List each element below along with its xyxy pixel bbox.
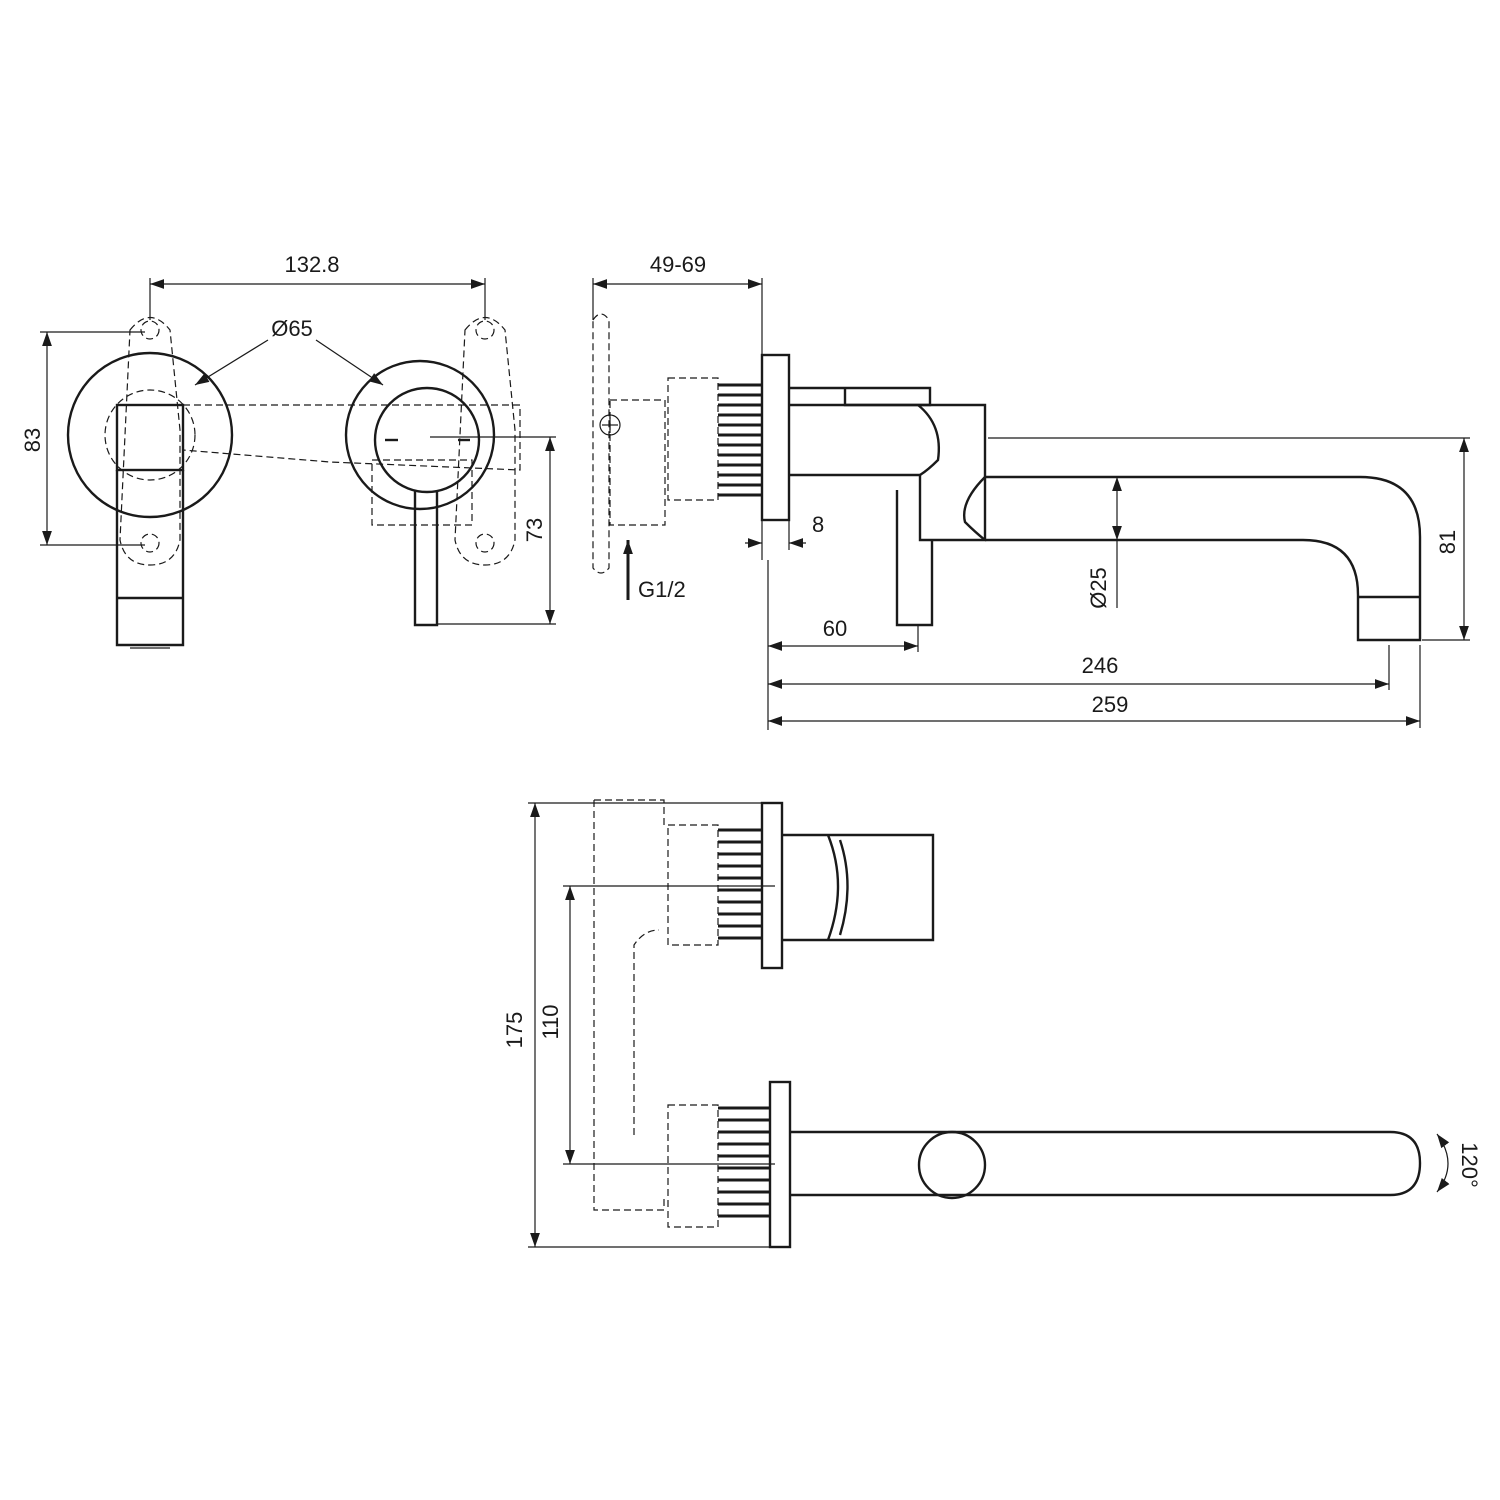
- dim-spacing-label: 132.8: [284, 252, 339, 277]
- wall-plate: [760, 353, 791, 522]
- dim-plate-thickness-label: 8: [812, 512, 824, 537]
- dim-rosette-diameter-label: Ø65: [271, 316, 313, 341]
- left-rosette: [66, 351, 234, 519]
- thread-lines: [718, 383, 762, 497]
- left-handle-lever: [115, 470, 185, 647]
- dim-swivel-angle-label: 120°: [1457, 1142, 1482, 1188]
- top-spout: [790, 1130, 1422, 1197]
- dim-lever-drop-label: 73: [522, 518, 547, 542]
- dim-handle-projection-label: 60: [823, 616, 847, 641]
- front-view: 132.8 Ø65 83 73: [20, 252, 556, 649]
- right-rosette: [344, 359, 496, 511]
- dim-spout-diameter-label: Ø25: [1086, 567, 1111, 609]
- dim-center-distance-label: 110: [538, 1004, 563, 1039]
- inlet-label: G1/2: [638, 577, 686, 602]
- thread-lines-top: [718, 828, 770, 1218]
- swivel-arrow: [1436, 1133, 1450, 1193]
- dim-total-height-label: 175: [502, 1012, 527, 1049]
- dim-height-label: 83: [20, 428, 45, 452]
- dim-wall-depth-label: 49-69: [650, 252, 706, 277]
- dim-spout-reach-label: 246: [1082, 653, 1119, 678]
- top-handle: [782, 833, 935, 942]
- top-view: 175 110 120°: [502, 799, 1482, 1249]
- dim-spout-height-label: 81: [1435, 530, 1460, 554]
- left-handle-top: [115, 403, 185, 472]
- spout: [985, 475, 1422, 642]
- side-view: 49-69 G1/2 8 60 Ø25 81 246 259: [592, 252, 1470, 730]
- dim-total-reach-label: 259: [1092, 692, 1129, 717]
